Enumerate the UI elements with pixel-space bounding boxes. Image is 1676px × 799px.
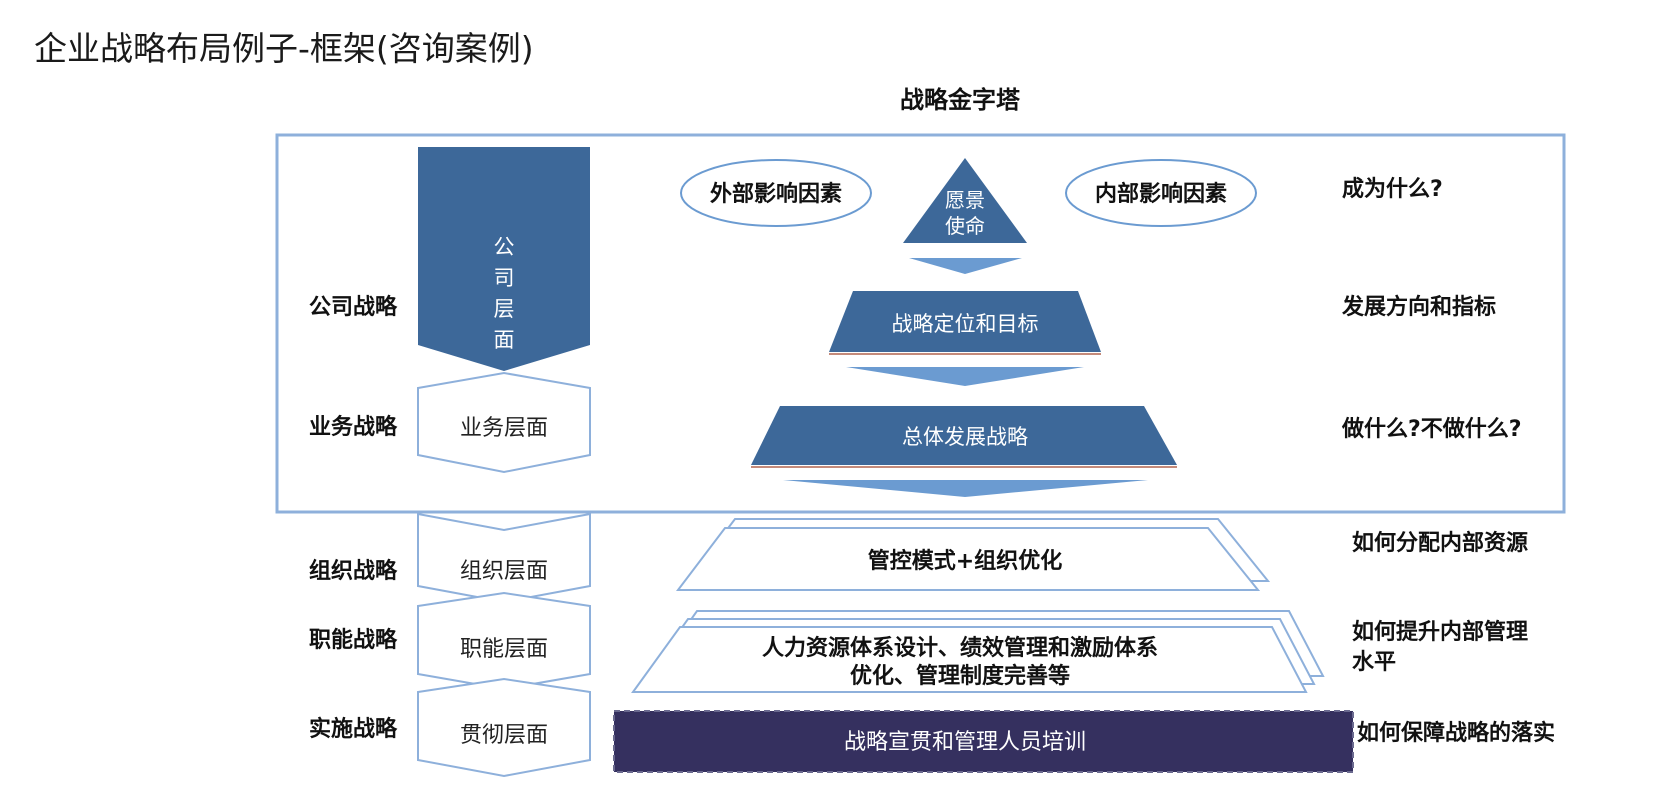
company-level-chevron bbox=[418, 147, 590, 371]
organization-block bbox=[675, 527, 1261, 591]
arrow-apex-to-tier2 bbox=[909, 258, 1022, 274]
page-title: 企业战略布局例子-框架(咨询案例) bbox=[34, 29, 534, 68]
pyramid-apex bbox=[903, 158, 1027, 243]
company-strategy-frame bbox=[275, 133, 1566, 514]
level-label-implementation: 实施战略 bbox=[309, 716, 398, 742]
external-influence-label: 外部影响因素 bbox=[710, 181, 842, 207]
level-label-organization: 组织战略 bbox=[309, 558, 398, 584]
question-improve-management-line2: 水平 bbox=[1352, 650, 1396, 675]
function-block-line2: 优化、管理制度完善等 bbox=[850, 663, 1070, 689]
company-level-char-4: 面 bbox=[494, 328, 515, 352]
implementation-block bbox=[613, 710, 1354, 773]
implementation-block-label: 战略宣贯和管理人员培训 bbox=[844, 730, 1086, 755]
business-level-chevron bbox=[417, 371, 591, 474]
organization-level-chevron bbox=[417, 512, 591, 604]
external-influence-ellipse bbox=[680, 159, 872, 227]
company-level-char-2: 司 bbox=[494, 266, 515, 290]
question-improve-management-line1: 如何提升内部管理 bbox=[1352, 619, 1528, 645]
arrow-tier3-down bbox=[783, 480, 1148, 497]
pyramid-tier3 bbox=[751, 406, 1177, 465]
arrow-tier2-to-tier3 bbox=[846, 367, 1084, 386]
level-label-business: 业务战略 bbox=[309, 414, 398, 440]
function-level-chevron bbox=[417, 591, 591, 691]
diagram-heading: 战略金字塔 bbox=[900, 86, 1021, 114]
company-level-label: 公 司 层 面 bbox=[494, 235, 515, 352]
company-level-char-3: 层 bbox=[494, 297, 515, 321]
function-block-line1: 人力资源体系设计、绩效管理和激励体系 bbox=[762, 635, 1158, 661]
question-become-what: 成为什么? bbox=[1342, 177, 1443, 202]
level-label-company: 公司战略 bbox=[309, 294, 398, 320]
pyramid-tier2 bbox=[829, 291, 1101, 352]
pyramid-apex-line2: 使命 bbox=[945, 214, 985, 238]
question-direction-indicators: 发展方向和指标 bbox=[1341, 294, 1496, 320]
company-level-char-1: 公 bbox=[494, 235, 515, 259]
question-do-what: 做什么?不做什么? bbox=[1341, 416, 1522, 442]
pyramid-tier3-label: 总体发展战略 bbox=[902, 425, 1028, 449]
business-level-label: 业务层面 bbox=[460, 416, 548, 441]
question-allocate-resources: 如何分配内部资源 bbox=[1352, 530, 1528, 556]
organization-level-label: 组织层面 bbox=[460, 559, 548, 584]
internal-influence-ellipse bbox=[1065, 159, 1257, 227]
pyramid-apex-line1: 愿景 bbox=[945, 188, 985, 212]
internal-influence-label: 内部影响因素 bbox=[1095, 181, 1227, 207]
implementation-level-chevron bbox=[417, 677, 591, 778]
function-block bbox=[631, 626, 1308, 693]
question-ensure-implementation: 如何保障战略的落实 bbox=[1357, 720, 1555, 746]
implementation-level-label: 贯彻层面 bbox=[460, 723, 548, 748]
level-label-function: 职能战略 bbox=[309, 627, 398, 653]
organization-block-label: 管控模式+组织优化 bbox=[868, 548, 1062, 574]
function-level-label: 职能层面 bbox=[460, 637, 548, 662]
pyramid-tier2-label: 战略定位和目标 bbox=[892, 312, 1039, 336]
